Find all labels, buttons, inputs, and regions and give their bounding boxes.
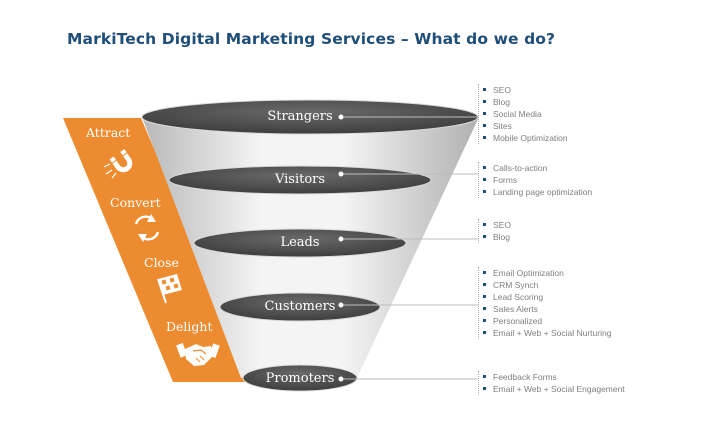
list-item: Email + Web + Social Engagement (483, 383, 625, 395)
list-item: Mobile Optimization (483, 132, 568, 144)
connector-dot (338, 376, 344, 382)
list-item: SEO (483, 84, 568, 96)
checkered-flag-icon (157, 274, 182, 304)
list-item: Feedback Forms (483, 371, 625, 383)
step-label-close: Close (144, 255, 179, 270)
connector-dot (338, 114, 344, 120)
stage-list-customers: Email Optimization CRM Synch Lead Scorin… (478, 267, 611, 339)
magnet-field-lines (103, 163, 117, 179)
stage-label-visitors: Visitors (274, 172, 326, 187)
list-item: Lead Scoring (483, 291, 611, 303)
stage-label-strangers: Strangers (267, 109, 333, 124)
list-item: Sites (483, 120, 568, 132)
connector-dot (338, 236, 344, 242)
stage-disc-visitors (168, 165, 432, 195)
connector-dot (338, 171, 344, 177)
stage-label-leads: Leads (280, 235, 320, 250)
step-label-convert: Convert (110, 195, 161, 210)
stage-list-strangers: SEO Blog Social Media Sites Mobile Optim… (478, 84, 568, 144)
stage-label-promoters: Promoters (265, 371, 335, 386)
step-label-attract: Attract (86, 125, 131, 140)
magnet-icon (109, 149, 133, 173)
stage-disc-customers (219, 292, 381, 322)
stage-disc-promoters (242, 364, 358, 392)
list-item: Personalized (483, 315, 611, 327)
list-item: Blog (483, 96, 568, 108)
stage-list-promoters: Feedback Forms Email + Web + Social Enga… (478, 371, 625, 395)
stage-list-visitors: Calls-to-action Forms Landing page optim… (478, 162, 592, 198)
list-item: SEO (483, 219, 511, 231)
step-label-delight: Delight (166, 319, 213, 334)
list-item: Forms (483, 174, 592, 186)
stage-label-customers: Customers (264, 299, 336, 314)
step-band (63, 118, 253, 382)
list-item: Sales Alerts (483, 303, 611, 315)
list-item: Social Media (483, 108, 568, 120)
stage-list-leads: SEO Blog (478, 219, 511, 243)
list-item: CRM Synch (483, 279, 611, 291)
list-item: Email + Web + Social Nurturing (483, 327, 611, 339)
page-title: MarkiTech Digital Marketing Services – W… (67, 30, 556, 48)
list-item: Calls-to-action (483, 162, 592, 174)
stage-disc-leads (193, 228, 407, 258)
list-item: Landing page optimization (483, 186, 592, 198)
list-item: Email Optimization (483, 267, 611, 279)
list-item: Blog (483, 231, 511, 243)
connector-dot (338, 302, 344, 308)
handshake-icon (176, 342, 220, 366)
